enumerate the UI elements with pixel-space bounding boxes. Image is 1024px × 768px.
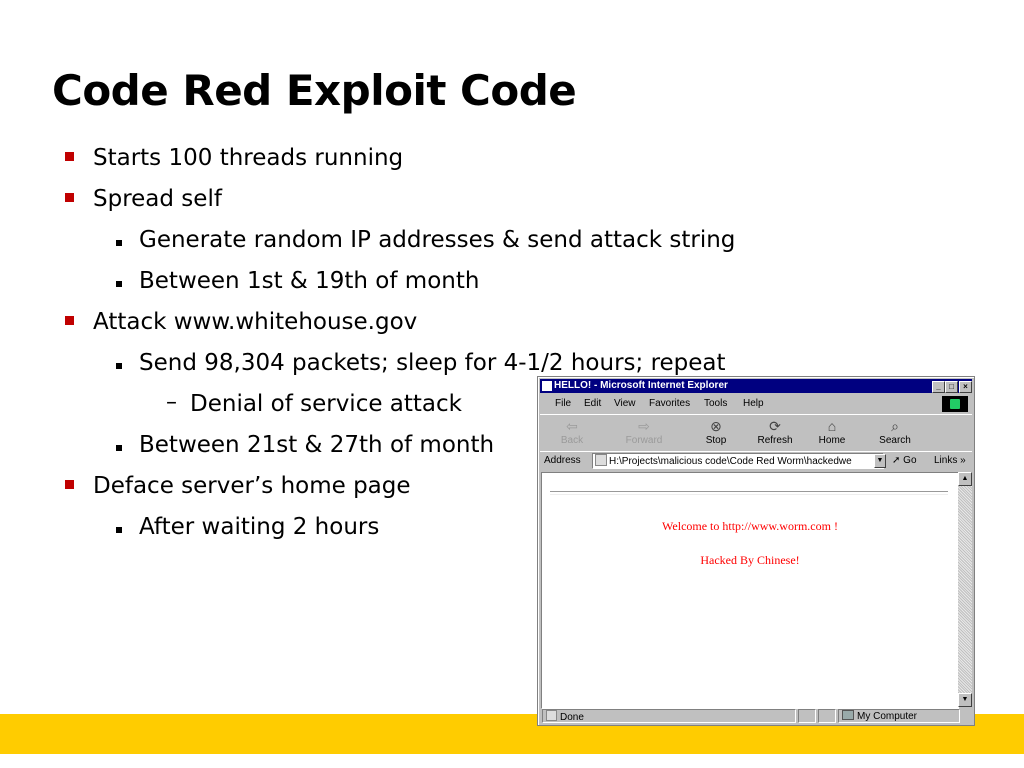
stop-button[interactable]: ⊗ Stop — [692, 417, 740, 449]
bullet-item: Spread self — [93, 186, 222, 212]
sub-bullet-marker — [116, 445, 122, 451]
forward-label: Forward — [625, 435, 663, 446]
home-label: Home — [818, 435, 846, 446]
sub-bullet-marker — [116, 240, 122, 246]
menu-tools[interactable]: Tools — [704, 398, 728, 409]
search-button[interactable]: ⌕ Search — [871, 417, 919, 449]
bullet-item: Attack www.whitehouse.gov — [93, 309, 418, 335]
forward-arrow-icon: ⇨ — [638, 418, 650, 434]
page-icon — [546, 710, 557, 721]
refresh-icon: ⟳ — [769, 418, 781, 434]
stop-label: Stop — [705, 435, 727, 446]
menu-file[interactable]: File — [555, 398, 572, 409]
maximize-icon[interactable]: □ — [945, 381, 958, 393]
home-button[interactable]: ⌂ Home — [808, 417, 856, 449]
menu-bar: File Edit View Favorites Tools Help — [540, 395, 972, 413]
chevron-down-icon[interactable]: ▼ — [874, 454, 886, 468]
links-label: Links — [934, 455, 958, 466]
page-icon — [595, 454, 607, 466]
hacked-text: Hacked By Chinese! — [700, 553, 800, 567]
search-label: Search — [879, 435, 911, 446]
back-button[interactable]: ⇦ Back — [548, 417, 596, 449]
stop-icon: ⊗ — [710, 418, 722, 434]
computer-icon — [842, 710, 854, 720]
menu-help[interactable]: Help — [743, 398, 764, 409]
horizontal-rule — [550, 491, 948, 495]
address-bar: Address H:\Projects\malicious code\Code … — [540, 451, 972, 470]
bullet-item: Deface server’s home page — [93, 473, 411, 499]
bullet-item: Starts 100 threads running — [93, 145, 404, 171]
go-label: Go — [903, 455, 917, 466]
vertical-scrollbar[interactable]: ▲ ▼ — [958, 472, 972, 707]
home-icon: ⌂ — [827, 418, 837, 434]
scroll-down-icon[interactable]: ▼ — [958, 693, 972, 707]
scroll-up-icon[interactable]: ▲ — [958, 472, 972, 486]
status-bar: Done My Computer — [540, 708, 972, 723]
links-button[interactable]: Links » — [934, 455, 966, 466]
bullet-marker — [65, 152, 74, 161]
page-icon — [542, 381, 552, 391]
toolbar: ⇦ Back ⇨ Forward ⊗ Stop ⟳ Refresh ⌂ Home… — [540, 414, 972, 452]
menu-favorites[interactable]: Favorites — [649, 398, 691, 409]
address-label: Address — [544, 455, 581, 466]
sub-bullet-marker — [116, 527, 122, 533]
refresh-button[interactable]: ⟳ Refresh — [751, 417, 799, 449]
bullet-marker — [65, 193, 74, 202]
status-zone-cell: My Computer — [838, 709, 960, 723]
sub-bullet-marker — [116, 363, 122, 369]
sub-bullet-item: Between 1st & 19th of month — [139, 268, 480, 294]
back-arrow-icon: ⇦ — [566, 418, 578, 434]
sub-sub-bullet-item: Denial of service attack — [190, 391, 462, 417]
bullet-marker — [65, 316, 74, 325]
sub-bullet-item: Send 98,304 packets; sleep for 4-1/2 hou… — [139, 350, 726, 376]
address-input[interactable]: H:\Projects\malicious code\Code Red Worm… — [592, 453, 884, 469]
menu-view[interactable]: View — [614, 398, 636, 409]
sub-bullet-item: Generate random IP addresses & send atta… — [139, 227, 736, 253]
slide-title: Code Red Exploit Code — [52, 66, 577, 115]
sub-bullet-item: Between 21st & 27th of month — [139, 432, 495, 458]
address-value: H:\Projects\malicious code\Code Red Worm… — [609, 456, 852, 467]
refresh-label: Refresh — [757, 435, 793, 446]
page-content: Welcome to http://www.worm.com ! Hacked … — [541, 472, 959, 709]
status-zone: My Computer — [857, 711, 918, 722]
go-button[interactable]: ➚ Go — [892, 455, 917, 466]
forward-button[interactable]: ⇨ Forward — [620, 417, 668, 449]
browser-title: HELLO! - Microsoft Internet Explorer — [554, 380, 728, 391]
status-text-cell: Done — [542, 709, 796, 723]
close-icon[interactable]: × — [959, 381, 972, 393]
dash-marker: – — [166, 390, 177, 415]
windows-logo-icon — [942, 396, 968, 412]
search-icon: ⌕ — [891, 418, 899, 434]
status-cell — [818, 709, 836, 723]
sub-bullet-marker — [116, 281, 122, 287]
browser-title-bar: HELLO! - Microsoft Internet Explorer _ □… — [540, 379, 972, 393]
status-cell — [798, 709, 816, 723]
welcome-text: Welcome to http://www.worm.com ! — [662, 519, 838, 533]
minimize-icon[interactable]: _ — [932, 381, 945, 393]
bullet-marker — [65, 480, 74, 489]
back-label: Back — [560, 435, 584, 446]
browser-window: HELLO! - Microsoft Internet Explorer _ □… — [537, 376, 975, 726]
sub-bullet-item: After waiting 2 hours — [139, 514, 380, 540]
status-text: Done — [560, 712, 584, 723]
menu-edit[interactable]: Edit — [584, 398, 602, 409]
